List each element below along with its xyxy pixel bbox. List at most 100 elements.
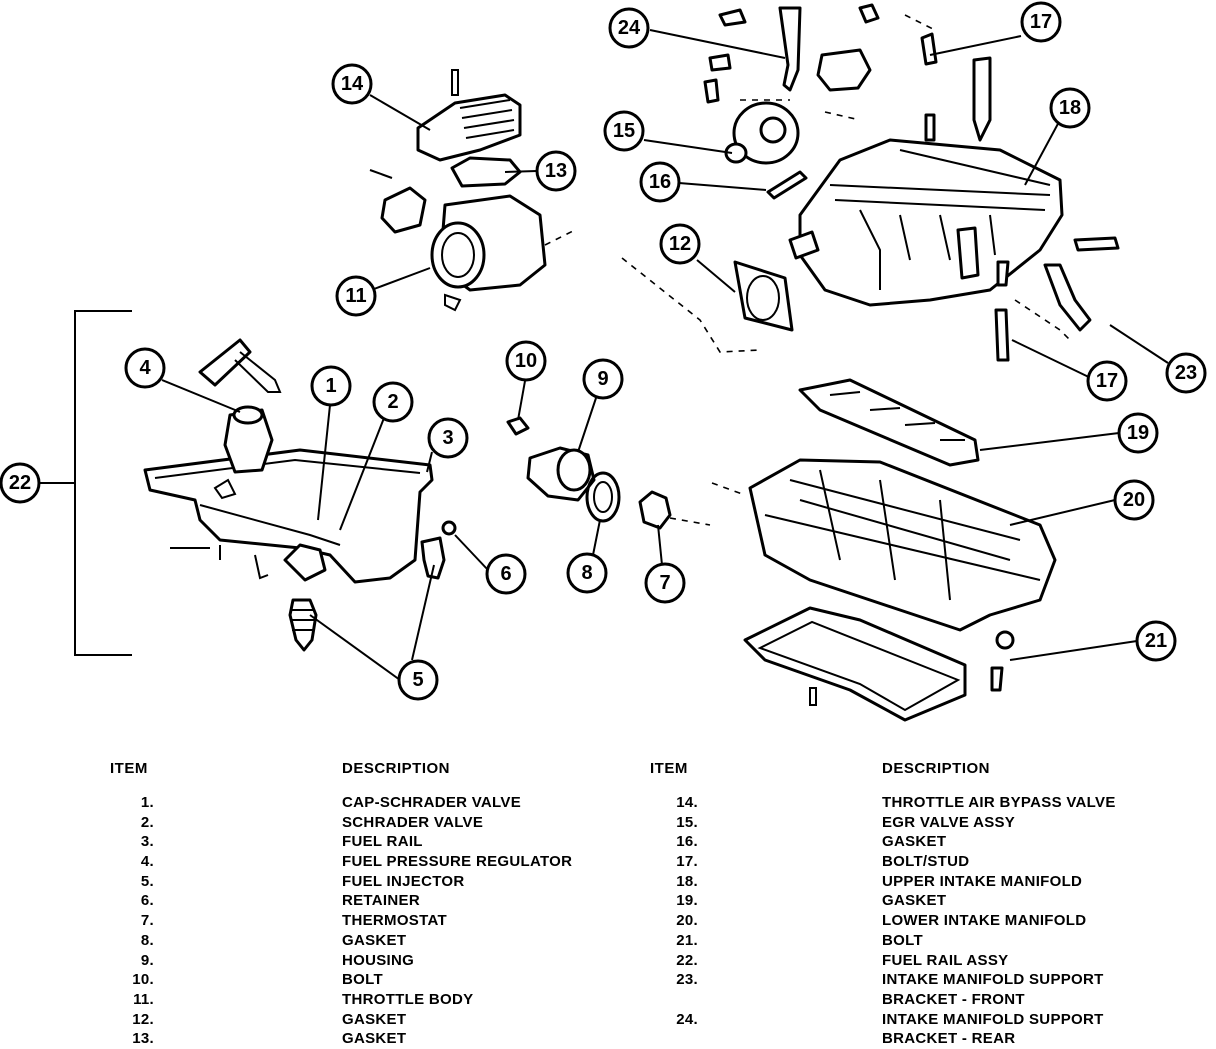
- svg-text:1: 1: [325, 375, 336, 397]
- legend-item-description: FUEL RAIL: [342, 833, 423, 851]
- legend-item-number: 14.: [676, 794, 698, 811]
- callout-11: 11: [335, 275, 377, 317]
- callout-8: 8: [566, 552, 608, 594]
- legend-item-number: [650, 990, 698, 1010]
- callout-17-top: 17: [1020, 1, 1062, 43]
- legend-item-number: [650, 1029, 698, 1049]
- callout-24: 24: [608, 7, 650, 49]
- callout-20: 20: [1113, 479, 1155, 521]
- svg-text:10: 10: [515, 350, 537, 372]
- egr-valve-part: [703, 3, 992, 165]
- gasket-12-part: [621, 257, 794, 353]
- legend-item-number: 6.: [140, 892, 154, 910]
- legend-item-description: BOLT: [882, 931, 923, 949]
- svg-text:9: 9: [597, 368, 608, 390]
- callout-14: 14: [331, 63, 373, 105]
- legend-header-item-right: ITEM: [650, 760, 688, 777]
- legend-item-description: HOUSING: [342, 951, 415, 969]
- support-bracket-parts: [994, 236, 1120, 362]
- svg-text:24: 24: [618, 17, 641, 39]
- lower-intake-manifold-part: [711, 458, 1057, 632]
- legend-right-descriptions: THROTTLE AIR BYPASS VALVE EGR VALVE ASSY…: [882, 793, 1116, 1049]
- callout-4: 4: [124, 347, 166, 389]
- svg-text:13: 13: [545, 160, 567, 182]
- svg-text:22: 22: [9, 472, 31, 494]
- svg-text:3: 3: [442, 427, 453, 449]
- legend-item-description: BOLT: [342, 971, 383, 989]
- legend-item-number: 23.: [676, 971, 698, 989]
- gasket-19-part: [798, 378, 980, 467]
- callout-12: 12: [659, 223, 701, 265]
- callout-16: 16: [639, 161, 681, 203]
- callout-23: 23: [1165, 352, 1207, 394]
- svg-text:23: 23: [1175, 362, 1197, 384]
- legend-item-description: INTAKE MANIFOLD SUPPORT: [882, 971, 1104, 989]
- legend-item-description: THROTTLE BODY: [342, 990, 474, 1008]
- callout-18: 18: [1049, 87, 1091, 129]
- callout-2: 2: [372, 381, 414, 423]
- callout-5: 5: [397, 659, 439, 701]
- legend-right-items: 14. 15. 16. 17. 18. 19. 20. 21. 22. 23. …: [650, 793, 698, 1049]
- callout-3: 3: [427, 417, 469, 459]
- svg-text:15: 15: [613, 120, 635, 142]
- legend-item-description: FUEL PRESSURE REGULATOR: [342, 853, 573, 871]
- svg-text:12: 12: [669, 233, 691, 255]
- legend-item-number: 7.: [140, 912, 154, 930]
- legend-item-number: 17.: [676, 853, 698, 871]
- callout-13: 13: [535, 150, 577, 192]
- svg-text:5: 5: [412, 669, 423, 691]
- legend-item-number: 18.: [676, 872, 698, 890]
- legend-left-items: 1. 2. 3. 4. 5. 6. 7. 8. 9. 10. 11. 12. 1…: [112, 793, 154, 1049]
- legend-item-number: 15.: [676, 813, 698, 831]
- legend-item-description: SCHRADER VALVE: [342, 813, 484, 831]
- lower-gasket-tray-part: [743, 606, 1015, 722]
- legend-item-number: 22.: [676, 951, 698, 969]
- legend-item-description: BRACKET - FRONT: [882, 990, 1025, 1008]
- legend-item-number: 4.: [140, 853, 154, 871]
- throttle-air-bypass-valve-part: [416, 69, 522, 162]
- fuel-injector-part: [288, 520, 457, 652]
- legend-item-number: 19.: [676, 892, 698, 910]
- callout-15: 15: [603, 110, 645, 152]
- legend-item-description: GASKET: [882, 833, 947, 851]
- svg-text:19: 19: [1127, 422, 1149, 444]
- callout-1: 1: [310, 365, 352, 407]
- legend-header-description-left: DESCRIPTION: [342, 760, 451, 777]
- legend-item-description: INTAKE MANIFOLD SUPPORT: [882, 1010, 1104, 1028]
- legend-item-number: 3.: [140, 833, 154, 851]
- legend-item-number: 1.: [140, 794, 154, 811]
- legend-item-description: THROTTLE AIR BYPASS VALVE: [882, 794, 1116, 811]
- legend-item-number: 10.: [132, 971, 154, 989]
- callout-7: 7: [644, 562, 686, 604]
- svg-text:2: 2: [387, 391, 398, 413]
- svg-text:21: 21: [1145, 630, 1167, 652]
- gasket-16-part: [766, 170, 808, 200]
- legend-item-number: 5.: [140, 872, 154, 890]
- legend-item-description: LOWER INTAKE MANIFOLD: [882, 912, 1087, 930]
- legend-item-number: 11.: [133, 990, 154, 1008]
- svg-text:14: 14: [341, 73, 364, 95]
- svg-text:4: 4: [139, 357, 151, 379]
- legend-item-number: 8.: [140, 931, 154, 949]
- callout-22: 22: [0, 462, 41, 504]
- legend-item-number: 13.: [132, 1030, 154, 1048]
- legend-item-number: 2.: [140, 813, 154, 831]
- fuel-pressure-regulator-part: [198, 338, 282, 500]
- legend-item-number: 20.: [676, 912, 698, 930]
- legend-item-description: CAP-SCHRADER VALVE: [342, 794, 522, 811]
- legend-item-description: GASKET: [342, 931, 407, 949]
- legend-item-number: 16.: [676, 833, 698, 851]
- legend-item-description: BRACKET - REAR: [882, 1030, 1016, 1048]
- svg-text:11: 11: [345, 285, 366, 307]
- callout-10: 10: [505, 340, 547, 382]
- svg-text:8: 8: [581, 562, 592, 584]
- legend-item-number: 9.: [140, 951, 154, 969]
- upper-intake-manifold-part: [788, 113, 1064, 307]
- svg-text:17: 17: [1030, 11, 1052, 33]
- svg-text:6: 6: [500, 563, 511, 585]
- svg-text:16: 16: [649, 171, 671, 193]
- legend-header-item-left: ITEM: [110, 760, 148, 777]
- legend-item-description: FUEL INJECTOR: [342, 872, 465, 890]
- svg-text:20: 20: [1123, 489, 1145, 511]
- svg-text:7: 7: [659, 572, 670, 594]
